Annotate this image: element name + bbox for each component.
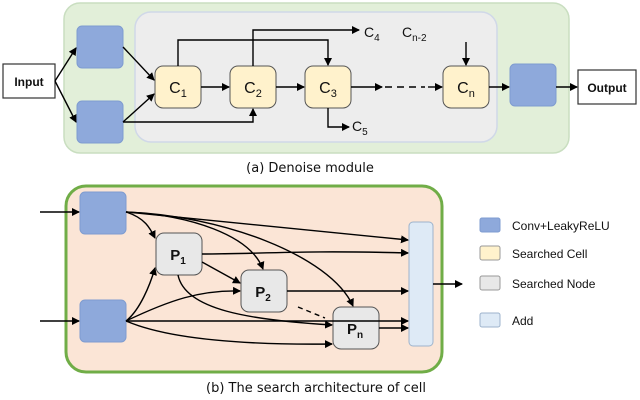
c5-label: C5 xyxy=(352,118,368,138)
legend-swatch-cell xyxy=(479,245,501,261)
node-p2-label: P2 xyxy=(255,284,271,304)
legend-swatch-conv xyxy=(479,217,501,233)
caption-a: (a) Denoise module xyxy=(246,161,374,176)
caption-b: (b) The search architecture of cell xyxy=(206,381,426,396)
output-label: Output xyxy=(587,81,626,95)
module-a-arrows xyxy=(54,26,578,131)
conv-block-a-bottom xyxy=(76,100,124,144)
input-label: Input xyxy=(14,75,43,89)
node-p1-label: P1 xyxy=(170,247,186,267)
cell-c2-label: C2 xyxy=(244,80,262,100)
legend-swatch-node xyxy=(479,275,501,291)
legend-label-node: Searched Node xyxy=(512,277,596,291)
conv-block-b-bottom xyxy=(79,299,127,343)
module-b-arrows xyxy=(40,208,463,349)
cell-c3-label: C3 xyxy=(319,80,337,100)
legend: Conv+LeakyReLU Searched Cell Searched No… xyxy=(479,217,610,328)
legend-label-add: Add xyxy=(512,314,533,328)
conv-block-a-out xyxy=(509,63,557,107)
legend-label-cell: Searched Cell xyxy=(512,247,587,261)
output-box xyxy=(577,69,637,105)
node-pn-label: Pn xyxy=(347,321,363,341)
legend-swatch-add xyxy=(479,312,501,328)
cell-c1-label: C1 xyxy=(169,80,187,100)
legend-label-conv: Conv+LeakyReLU xyxy=(512,219,610,233)
conv-block-a-top xyxy=(76,25,124,69)
cn-2-label: Cn-2 xyxy=(402,24,427,44)
add-block xyxy=(408,221,434,347)
c4-label: C4 xyxy=(364,24,380,44)
cell-cn-label: Cn xyxy=(457,80,475,100)
conv-block-b-top xyxy=(79,191,127,235)
input-box xyxy=(2,63,56,99)
